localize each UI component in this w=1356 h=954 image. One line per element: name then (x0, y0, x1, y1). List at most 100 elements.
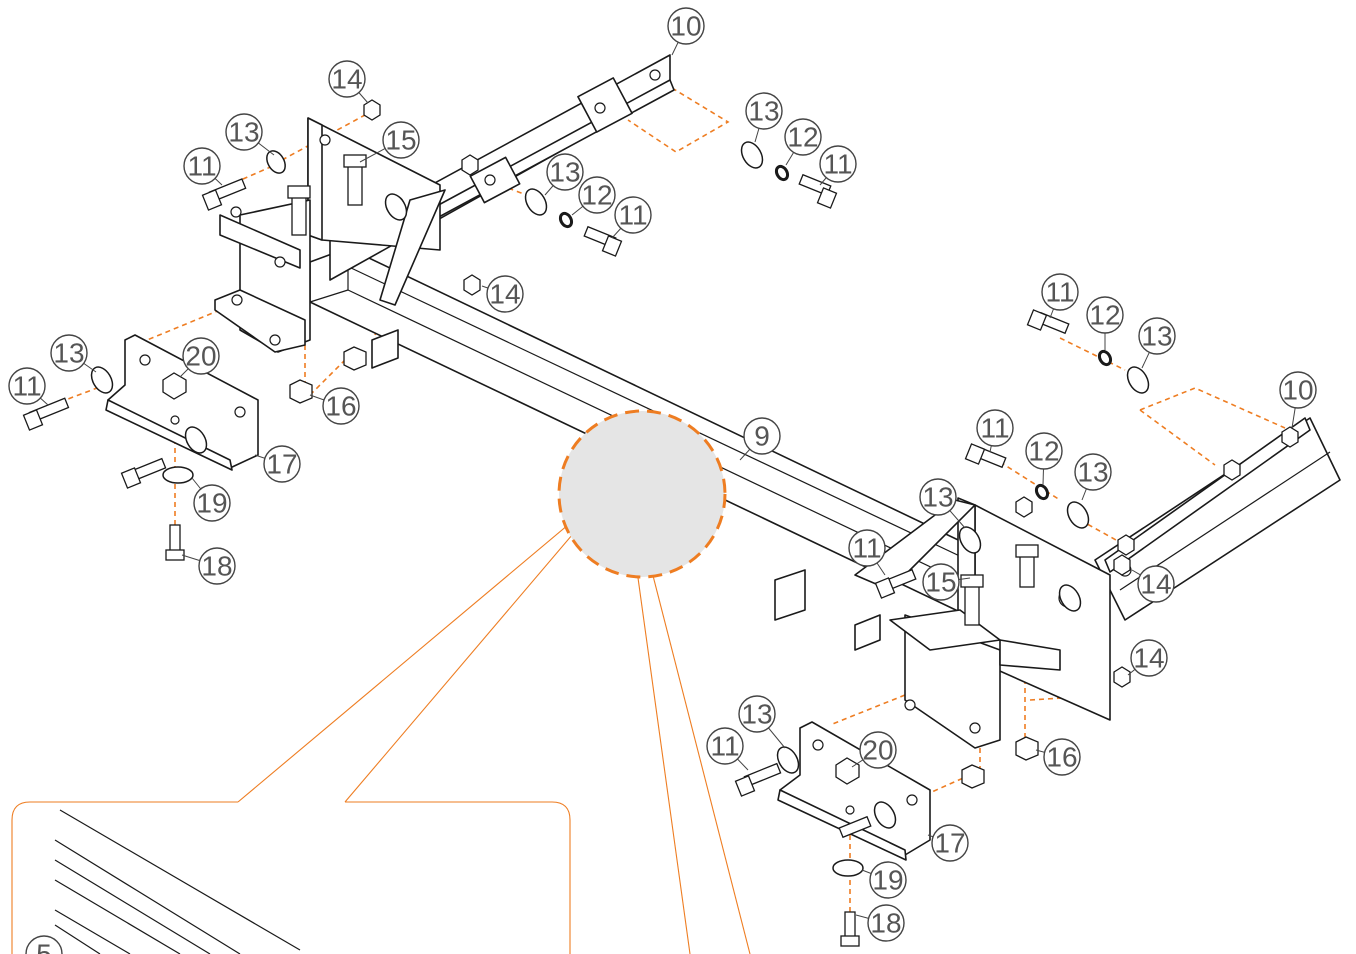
bolt-11-a (201, 178, 247, 211)
callout-c-14-c: 14 (1131, 565, 1175, 603)
callout-c-13-d: 13 (50, 334, 97, 373)
callout-bubble (198, 547, 236, 585)
callout-number: 11 (618, 200, 647, 231)
callout-bubble (667, 7, 705, 45)
callout-number: 20 (862, 735, 893, 766)
callout-number: 13 (748, 96, 779, 127)
callout-c-11-a: 11 (183, 147, 223, 186)
callout-c-13-b: 13 (544, 153, 584, 196)
callout-c-12-b: 12 (571, 176, 616, 216)
callout-c-5: 5 (25, 935, 63, 954)
callout-bubble (1279, 371, 1317, 409)
callout-c-18-a: 18 (181, 547, 236, 585)
callout-number: 19 (196, 488, 227, 519)
callout-bubble (819, 145, 857, 183)
callout-c-19-a: 19 (191, 477, 231, 522)
callout-c-12-f: 12 (1025, 432, 1063, 486)
callout-number: 12 (1089, 300, 1120, 331)
bolt-18-b (840, 911, 860, 947)
callout-bubble (1130, 639, 1168, 677)
bolt-11-e (120, 457, 167, 489)
callout-number: 11 (1045, 277, 1074, 308)
callout-c-9: 9 (739, 417, 781, 461)
callout-number: 11 (980, 413, 1009, 444)
callout-c-19-b: 19 (861, 861, 907, 899)
callout-c-13-a: 13 (225, 113, 275, 156)
bolt-15-a (287, 185, 311, 236)
callout-bubble (919, 478, 957, 516)
callout-number: 13 (228, 117, 259, 148)
callout-number: 14 (489, 279, 520, 310)
callout-bubble (328, 60, 366, 98)
callout-c-10-right: 10 (1279, 371, 1317, 429)
callout-bubble (976, 409, 1014, 447)
callout-c-17-b: 17 (927, 824, 969, 862)
callout-bubble (1025, 432, 1063, 470)
callout-c-18-b: 18 (855, 904, 905, 942)
callout-bubble (25, 935, 63, 954)
callout-number: 11 (852, 533, 881, 564)
callout-c-11-d: 11 (8, 367, 49, 406)
callout-bubble (867, 904, 905, 942)
right-bracket-assembly (777, 417, 1341, 861)
callout-number: 14 (331, 64, 362, 95)
callout-number: 14 (1133, 643, 1164, 674)
callout-number: 12 (787, 122, 818, 153)
bolt-11-g (964, 443, 1007, 469)
callout-c-13-g: 13 (919, 478, 966, 529)
callout-bubble (1137, 565, 1175, 603)
callout-bubble (1041, 273, 1079, 311)
left-bracket-assembly (105, 54, 675, 471)
callout-bubble (322, 387, 360, 425)
callout-number: 17 (266, 449, 297, 480)
callout-c-13-f: 13 (1074, 453, 1112, 501)
callout-c-12-c: 12 (784, 118, 822, 166)
callout-number: 19 (872, 865, 903, 896)
callout-c-13-h: 13 (738, 695, 786, 749)
callout-c-16-a: 16 (309, 387, 360, 425)
bolt-18-a (165, 524, 185, 561)
callout-bubble (869, 861, 907, 899)
bolt-11-i (734, 762, 782, 797)
callout-c-17-a: 17 (254, 445, 301, 483)
zoom-detail (11, 409, 751, 954)
bolt-11-j (838, 815, 872, 839)
callout-c-20-b: 20 (851, 731, 897, 769)
callout-number: 10 (1282, 375, 1313, 406)
callout-bubble (263, 445, 301, 483)
callout-c-15-a: 15 (359, 121, 420, 163)
callout-bubble (382, 121, 420, 159)
callout-bubble (706, 727, 744, 765)
callout-bubble (193, 484, 231, 522)
callout-number: 18 (870, 908, 901, 939)
callout-c-10-top: 10 (667, 7, 705, 56)
callout-bubble (183, 147, 221, 185)
callout-number: 14 (1140, 569, 1171, 600)
bolt-11-h (874, 568, 917, 599)
callout-number: 13 (1077, 457, 1108, 488)
callout-number: 13 (53, 338, 84, 369)
callout-number: 17 (934, 828, 965, 859)
fasteners (22, 99, 1299, 947)
callout-c-14-a: 14 (328, 60, 369, 104)
callout-c-11-g: 11 (848, 529, 886, 576)
callout-number: 10 (670, 11, 701, 42)
callout-bubble (931, 824, 969, 862)
callout-number: 13 (1141, 321, 1172, 352)
callout-bubble (1138, 317, 1176, 355)
callout-c-12-e: 12 (1086, 296, 1124, 350)
callout-c-16-b: 16 (1035, 738, 1081, 776)
zoom-circle (557, 409, 727, 579)
callout-bubble (614, 196, 652, 234)
callout-number: 18 (201, 551, 232, 582)
callout-c-13-c: 13 (745, 92, 783, 143)
callout-c-13-e: 13 (1138, 317, 1176, 369)
bolt-11-c (798, 173, 838, 209)
callout-c-11-f: 11 (976, 409, 1014, 453)
callout-number: 15 (925, 567, 956, 598)
bolt-11-d (22, 397, 70, 431)
callout-bubble (1086, 296, 1124, 334)
callout-bubble (486, 275, 524, 313)
callout-number: 16 (1046, 742, 1077, 773)
callout-bubble (922, 563, 960, 601)
